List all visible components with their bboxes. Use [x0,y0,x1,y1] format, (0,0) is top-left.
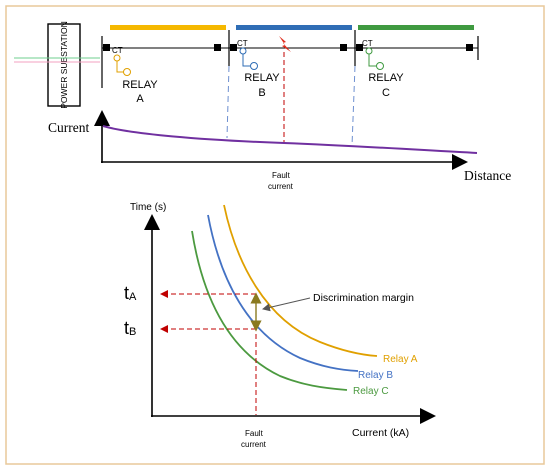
breaker-b2 [340,44,347,51]
outer-frame [5,5,545,465]
discrimination-margin-pointer [262,297,311,312]
fault-lightning-icon [279,36,291,52]
breaker-c1 [356,44,363,51]
current-ka-axis-label: Current (kA) [352,427,409,439]
relay-wire-b [242,54,250,67]
fault-current-curve [102,125,478,154]
power-substation-label: POWER SUBSTATION [59,21,69,109]
zone-bar-c [358,25,474,30]
relay-c-curve-label: Relay C [353,386,389,397]
bottom-fault-label-line2: current [241,440,267,449]
ct-label-c: CT [362,39,373,48]
ct-symbol-b [239,47,247,55]
relay-a-curve [223,204,378,357]
discrimination-margin-label: Discrimination margin [313,292,414,304]
relay-b-node [250,62,258,70]
relay-b-label-line2: B [258,87,265,99]
ct-label-a: CT [112,46,123,55]
relay-a-curve-label: Relay A [383,354,418,365]
top-fault-label-line1: Fault [272,171,291,180]
power-substation-box [47,23,81,107]
zone-boundary-a [226,65,230,139]
zone-bar-a [110,25,226,30]
relay-c-node [376,62,384,70]
bottom-fault-label-line1: Fault [245,429,264,438]
ct-symbol-c [365,47,373,55]
breaker-a1 [103,44,110,51]
relay-c-label-line1: RELAY [368,72,404,84]
relay-wire-c [368,54,376,67]
ct-symbol-a [113,54,121,62]
zone-bar-b [236,25,352,30]
breaker-c2 [466,44,473,51]
breaker-a2 [214,44,221,51]
relay-b-label-line1: RELAY [244,72,280,84]
breaker-b1 [230,44,237,51]
current-axis-label: Current [48,120,89,135]
zone-boundary-b [351,65,356,147]
relay-b-curve-label: Relay B [358,370,393,381]
relay-wire-a [116,61,124,73]
time-axis-label: Time (s) [130,202,166,213]
top-fault-label-line2: current [268,182,294,191]
relay-b-curve [207,214,359,372]
relay-a-node [123,68,131,76]
t-a-label: tA [124,283,137,303]
relay-c-label-line2: C [382,87,390,99]
distance-axis-label: Distance [464,168,511,183]
ct-label-b: CT [237,39,248,48]
relay-a-label-line2: A [136,93,144,105]
relay-a-label-line1: RELAY [122,79,158,91]
t-b-label: tB [124,318,136,338]
relay-c-curve [191,230,348,391]
